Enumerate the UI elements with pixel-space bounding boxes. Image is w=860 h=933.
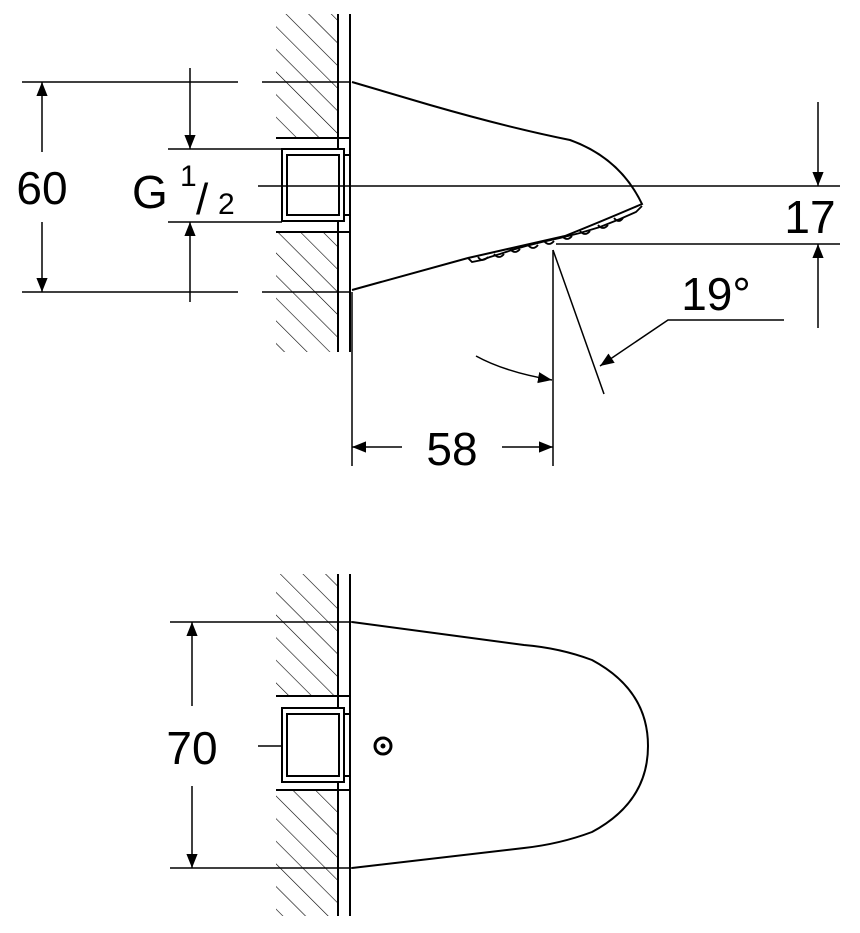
- projection-dimension-58: [351, 250, 554, 466]
- angle-label-19: 19°: [681, 268, 751, 320]
- projection-label-58: 58: [426, 423, 477, 475]
- top-view: [170, 574, 650, 916]
- spray-offset-label-17: 17: [784, 191, 835, 243]
- thread-dimension: [168, 68, 282, 302]
- thread-label-numerator: 1: [180, 160, 197, 193]
- height-label-60: 60: [16, 162, 67, 214]
- wall-section-top: [276, 574, 351, 916]
- set-screw-icon: [373, 736, 393, 756]
- thread-label-G: G: [132, 166, 168, 218]
- width-dimension-70: [170, 621, 352, 869]
- shower-head-profile: [351, 81, 644, 291]
- side-view: [22, 14, 840, 466]
- height-dimension-60: [22, 81, 350, 293]
- thread-label-slash: /: [196, 175, 209, 224]
- spray-nozzles: [467, 205, 643, 263]
- thread-fitting-side: [281, 148, 350, 222]
- thread-fitting-top: [281, 707, 350, 783]
- shower-head-top-outline: [351, 621, 650, 869]
- width-label-70: 70: [166, 722, 217, 774]
- thread-label-denominator: 2: [218, 188, 235, 221]
- angle-dimension-19: [475, 249, 784, 395]
